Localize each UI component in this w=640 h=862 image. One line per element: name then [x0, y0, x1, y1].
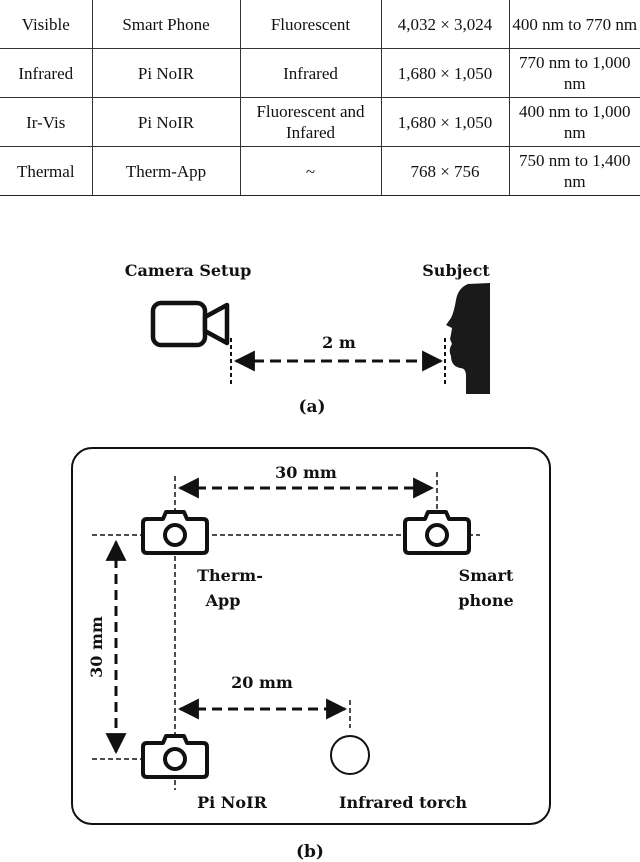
bottom-distance-label: 20 mm	[231, 673, 293, 692]
device-board	[71, 447, 551, 825]
table-row: Infrared Pi NoIR Infrared 1,680 × 1,050 …	[0, 48, 640, 98]
table-cell: Therm-App	[91, 146, 241, 196]
table-cell: 400 nm to 1,000 nm	[508, 97, 640, 147]
table-cell: 770 nm to 1,000 nm	[508, 48, 640, 98]
table-cell: 768 × 756	[380, 146, 510, 196]
smartphone-label-line2: phone	[458, 591, 513, 610]
table-row: Ir-Vis Pi NoIR Fluorescent and Infared 1…	[0, 97, 640, 147]
table-cell: Infrared	[239, 48, 382, 98]
table-cell: 1,680 × 1,050	[380, 97, 510, 147]
therm-app-camera-icon	[141, 510, 209, 555]
figure-a-caption: (a)	[298, 397, 325, 417]
table-cell: ~	[239, 146, 382, 196]
table-cell: Fluorescent and Infared	[239, 97, 382, 147]
table-cell: Ir-Vis	[0, 97, 93, 147]
infrared-torch-icon	[330, 735, 370, 775]
table-cell: 4,032 × 3,024	[380, 0, 510, 49]
figure-b: 30 mm 30 mm 20 mm Therm- App Smart phone…	[71, 447, 551, 862]
table-row: Thermal Therm-App ~ 768 × 756 750 nm to …	[0, 146, 640, 196]
therm-app-label-line1: Therm-	[197, 566, 263, 585]
infrared-torch-label: Infrared torch	[339, 793, 467, 812]
subject-label: Subject	[422, 261, 490, 280]
table-cell: 750 nm to 1,400 nm	[508, 146, 640, 196]
table-cell: Smart Phone	[91, 0, 241, 49]
top-distance-label: 30 mm	[275, 463, 337, 482]
figure-b-caption: (b)	[296, 842, 324, 862]
therm-app-label-line2: App	[205, 591, 241, 610]
camera-setup-label: Camera Setup	[125, 261, 252, 280]
video-camera-icon	[150, 300, 230, 348]
pi-noir-label: Pi NoIR	[197, 793, 267, 812]
distance-label: 2 m	[322, 333, 356, 352]
table-cell: Pi NoIR	[91, 97, 241, 147]
table-cell: Visible	[0, 0, 93, 49]
table-cell: Infrared	[0, 48, 93, 98]
pi-noir-camera-icon	[141, 734, 209, 779]
smartphone-label-line1: Smart	[459, 566, 514, 585]
camera-spec-table: Visible Smart Phone Fluorescent 4,032 × …	[0, 0, 640, 196]
table-row: Visible Smart Phone Fluorescent 4,032 × …	[0, 0, 640, 49]
table-cell: 400 nm to 770 nm	[508, 0, 640, 49]
side-distance-label: 30 mm	[87, 616, 106, 678]
smartphone-camera-icon	[403, 510, 471, 555]
figure-a: Camera Setup Subject 2 m (a)	[125, 261, 491, 417]
table-cell: Pi NoIR	[91, 48, 241, 98]
table-cell: 1,680 × 1,050	[380, 48, 510, 98]
subject-head-silhouette	[446, 283, 490, 394]
